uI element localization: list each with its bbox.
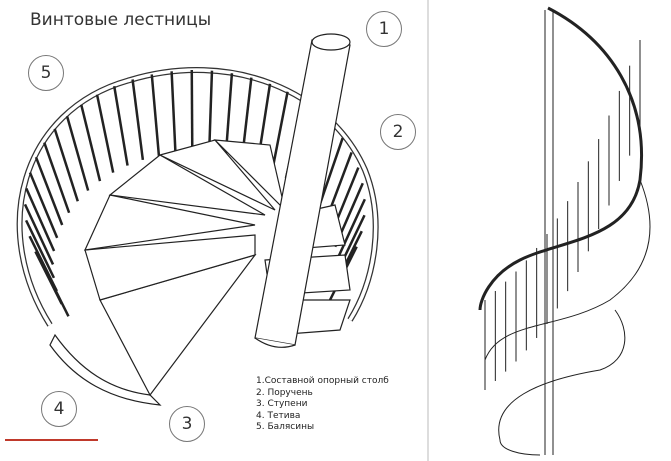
legend: 1.Составной опорный столб 2. Поручень 3.… [256,376,389,434]
baluster [95,94,115,173]
baluster [28,172,59,239]
baluster [190,70,194,153]
baluster [170,71,177,154]
handrail-inner [18,68,378,326]
legend-item: 5. Балясины [256,422,315,432]
baluster [43,142,71,214]
baluster [131,79,145,161]
callout-1: 1 [366,11,402,47]
legend-item: 1.Составной опорный столб [256,376,389,386]
callout-4: 4 [41,391,77,427]
support-column [254,33,351,348]
callout-3: 3 [169,406,205,442]
baluster [53,128,79,202]
baluster [207,70,214,153]
baluster [271,91,289,171]
baluster [113,86,129,166]
baluster [34,251,63,305]
baluster [24,219,56,279]
baluster [28,235,58,292]
callout-2: 2 [380,114,416,150]
baluster [23,203,55,265]
legend-item: 4. Тетива [256,410,301,421]
page-title: Винтовые лестницы [30,10,212,30]
legend-item: 2. Поручень [256,387,313,398]
baluster [25,187,56,252]
baluster [150,74,161,156]
baluster [335,198,366,261]
baluster [34,156,64,226]
stringer [49,333,162,406]
underline-mark [5,439,98,441]
legend-item: 3. Ступени [256,399,308,409]
spiral-staircase-side-view [478,6,651,456]
handrail-side [478,6,643,311]
steps [83,139,351,397]
callout-5: 5 [28,55,64,91]
baluster [80,104,102,182]
stringer-side [484,179,651,441]
spiral-staircase-top-view [16,33,379,406]
baluster [65,115,90,191]
